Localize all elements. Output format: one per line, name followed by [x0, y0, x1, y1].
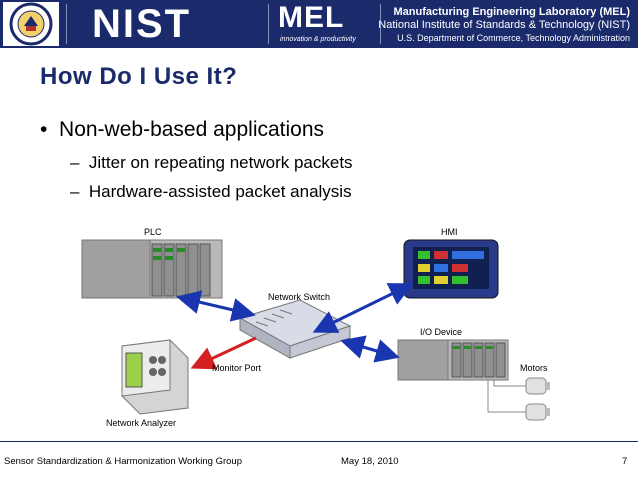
motor-icons [487, 377, 550, 421]
mel-logo: MEL [278, 1, 345, 34]
sub-bullet-item: – Jitter on repeating network packets [70, 153, 353, 172]
network-switch-device [238, 299, 352, 359]
network-analyzer-device [121, 339, 189, 415]
page-number: 7 [622, 456, 628, 467]
hmi-label: HMI [441, 227, 458, 237]
monitor-port-label: Monitor Port [212, 363, 262, 373]
institute-name: National Institute of Standards & Techno… [378, 19, 630, 31]
nist-logo: NIST [92, 2, 192, 46]
header-divider [66, 4, 67, 44]
io-label: I/O Device [420, 327, 462, 337]
sub-bullet-text: Jitter on repeating network packets [88, 153, 353, 172]
monitor-port-link [190, 336, 257, 370]
mel-tagline: innovation & productivity [280, 36, 356, 43]
lab-name: Manufacturing Engineering Laboratory (ME… [393, 6, 630, 18]
analyzer-label: Network Analyzer [106, 418, 176, 428]
switch-label: Network Switch [268, 292, 330, 302]
header-divider [380, 4, 381, 44]
plc-device [81, 239, 223, 299]
footer-rule [0, 441, 638, 442]
header-banner [0, 0, 638, 48]
hmi-device [403, 239, 499, 299]
page-title: How Do I Use It? [40, 63, 238, 90]
plc-label: PLC [144, 227, 162, 237]
sub-bullet-text: Hardware-assisted packet analysis [88, 182, 352, 201]
motors-label: Motors [520, 363, 548, 373]
department-name: U.S. Department of Commerce, Technology … [397, 33, 630, 43]
io-device [397, 339, 509, 381]
header-divider [268, 4, 269, 44]
sub-bullet-item: – Hardware-assisted packet analysis [70, 182, 352, 201]
switch-hmi-link [312, 283, 414, 333]
bullet-text: Non-web-based applications [59, 118, 325, 141]
footer-group: Sensor Standardization & Harmonization W… [4, 456, 242, 467]
network-diagram: PLC HMI Network Switch Network Analyzer [81, 227, 550, 428]
doc-seal-logo [3, 2, 59, 46]
plc-switch-link [176, 290, 256, 322]
switch-io-link [340, 335, 400, 363]
footer-date: May 18, 2010 [341, 456, 399, 467]
bullet-item: • Non-web-based applications [40, 118, 325, 141]
